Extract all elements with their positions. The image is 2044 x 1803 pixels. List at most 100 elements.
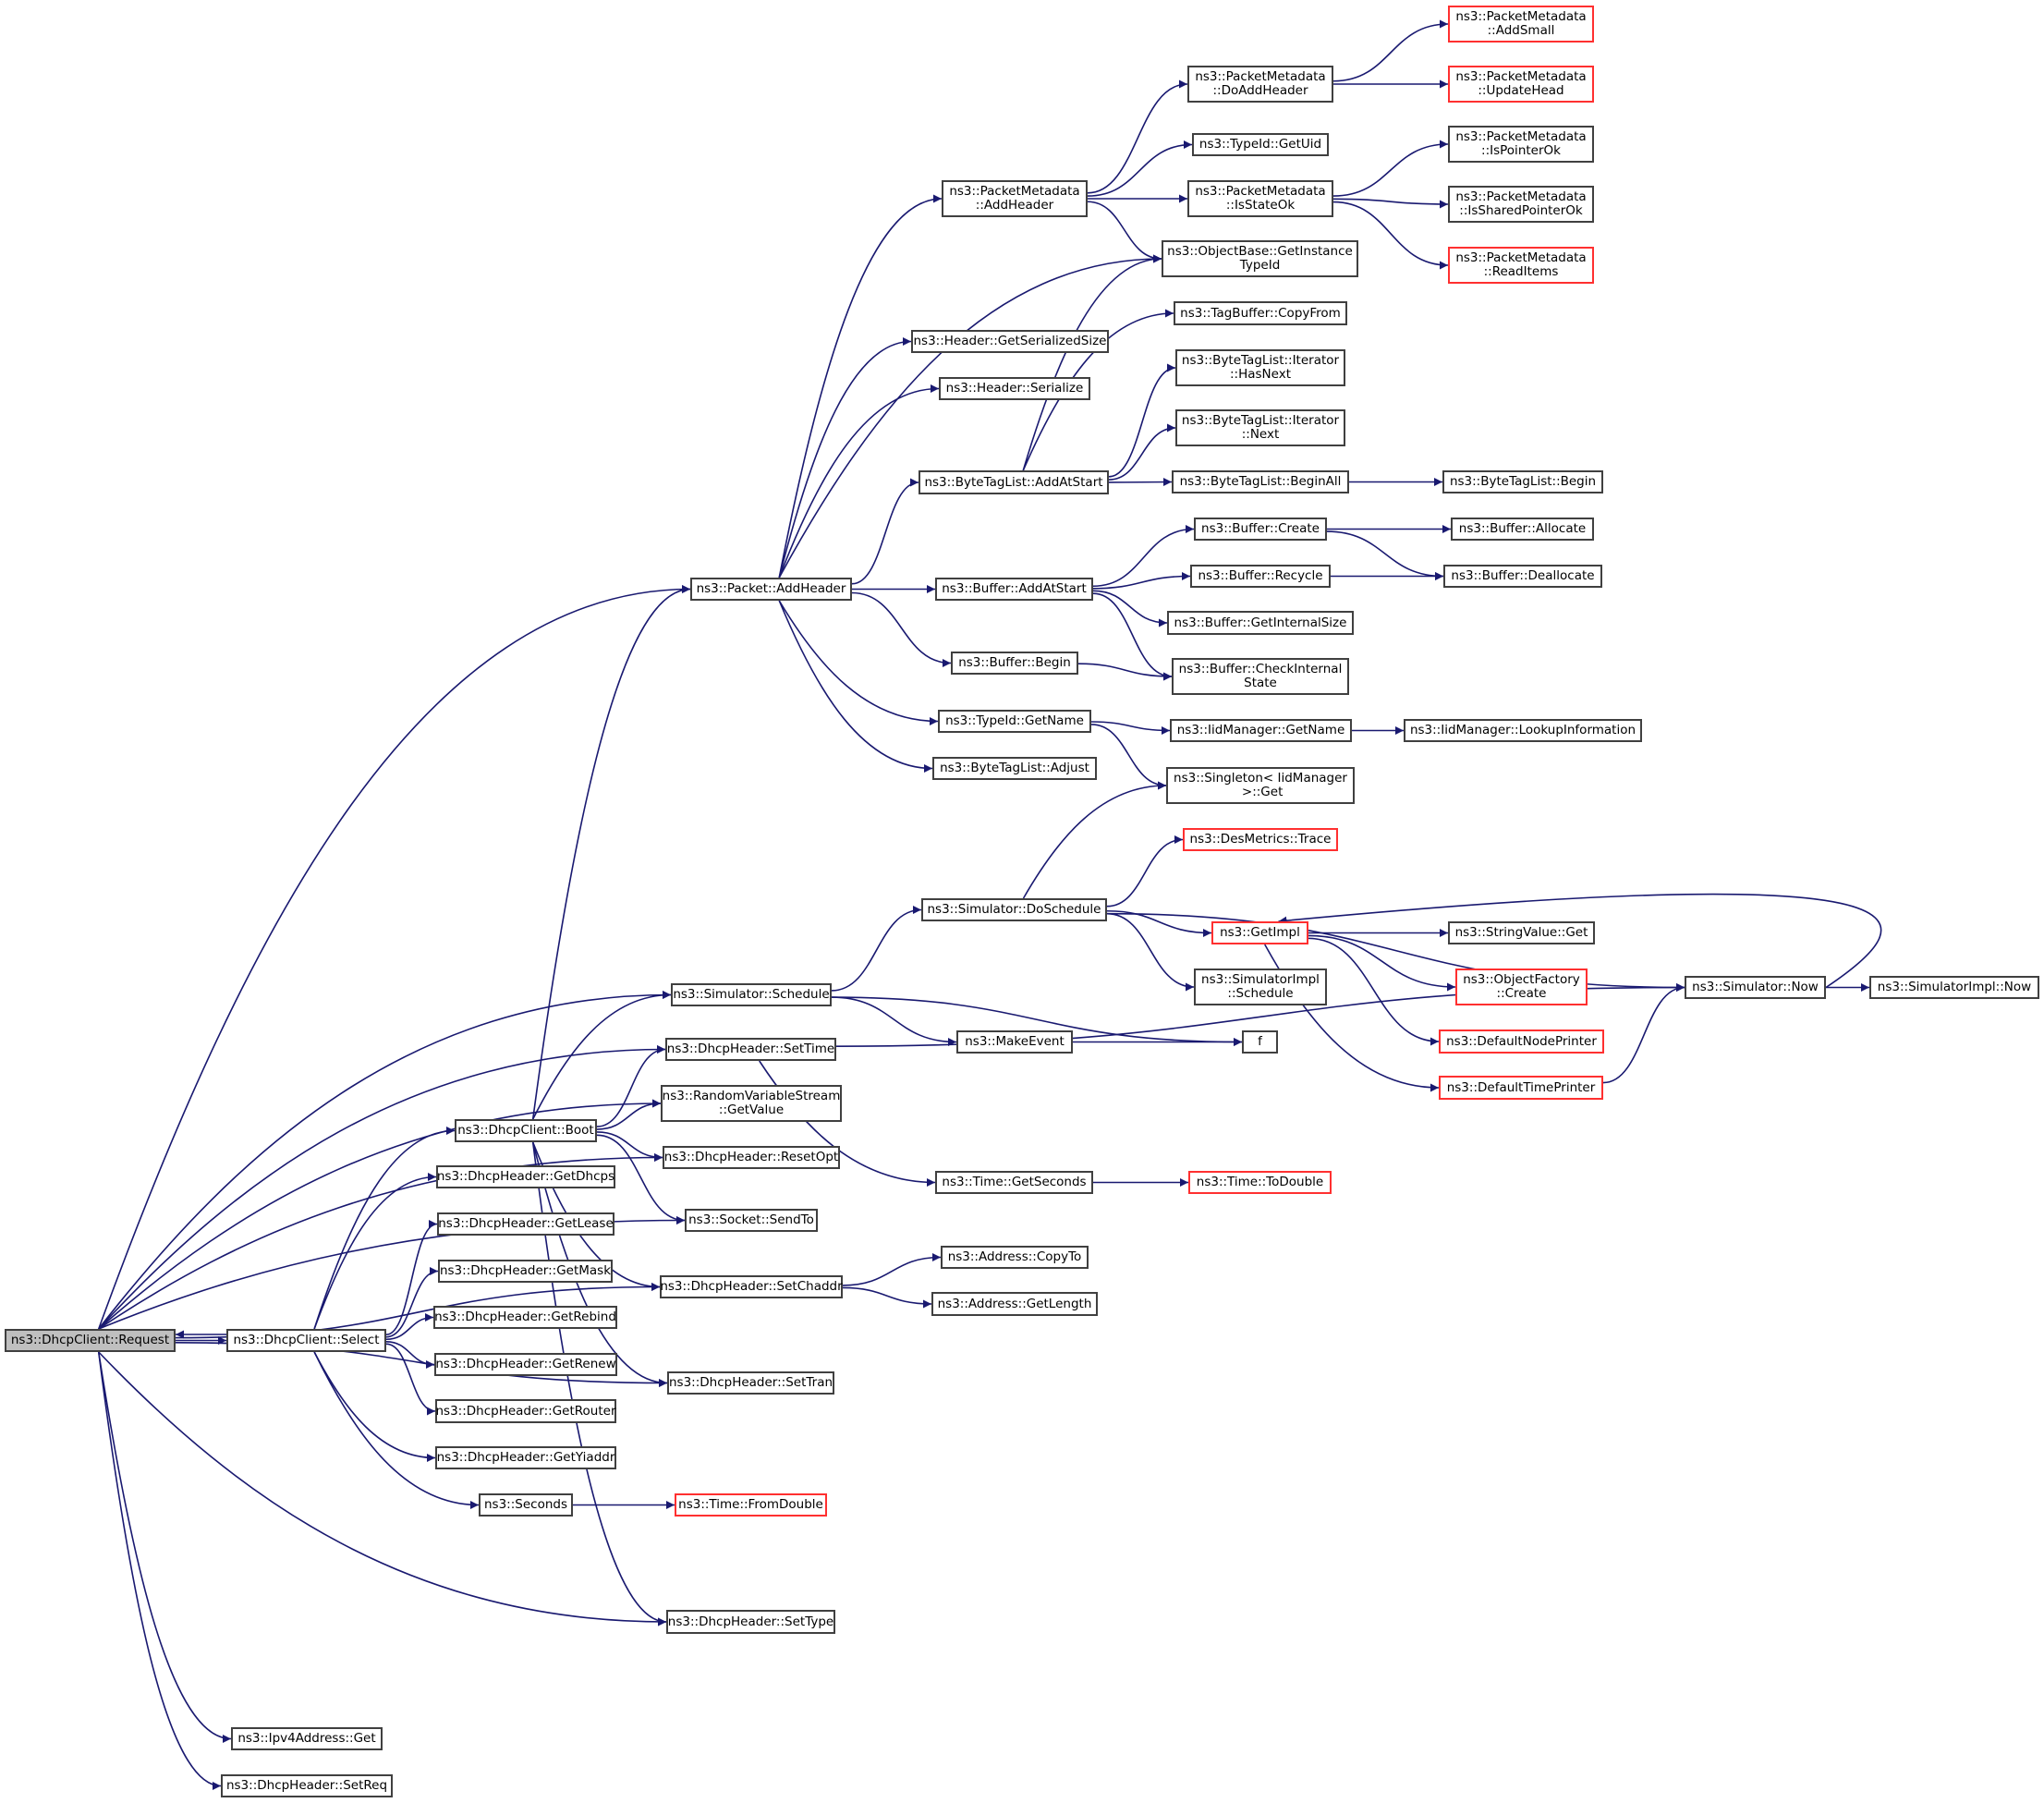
node-label: ns3::Packet::AddHeader (696, 581, 846, 596)
graph-node-defnodeprinter[interactable]: ns3::DefaultNodePrinter (1439, 1029, 1604, 1054)
graph-node-setchaddr[interactable]: ns3::DhcpHeader::SetChaddr (660, 1275, 843, 1298)
node-label: ns3::Header::Serialize (945, 381, 1084, 396)
graph-node-getmask[interactable]: ns3::DhcpHeader::GetMask (438, 1260, 613, 1283)
graph-node-simimplnow[interactable]: ns3::SimulatorImpl::Now (1869, 976, 2039, 999)
graph-node-boot[interactable]: ns3::DhcpClient::Boot (455, 1119, 597, 1142)
graph-node-addsmall[interactable]: ns3::PacketMetadata ::AddSmall (1448, 6, 1594, 43)
graph-node-makeevent[interactable]: ns3::MakeEvent (956, 1030, 1073, 1054)
graph-node-doaddheader[interactable]: ns3::PacketMetadata ::DoAddHeader (1187, 66, 1333, 103)
graph-node-f[interactable]: f (1242, 1030, 1278, 1054)
edge-deftimeprinter-to-simnow (1602, 983, 1685, 1084)
graph-node-ispointerok[interactable]: ns3::PacketMetadata ::IsPointerOk (1448, 126, 1594, 163)
graph-node-getuid[interactable]: ns3::TypeId::GetUid (1192, 133, 1329, 156)
edge-doschedule-to-destrace (1106, 835, 1184, 908)
node-label: ns3::DhcpHeader::SetType (667, 1614, 834, 1629)
graph-node-hasnext[interactable]: ns3::ByteTagList::Iterator ::HasNext (1175, 349, 1345, 386)
graph-node-deallocate[interactable]: ns3::Buffer::Deallocate (1443, 565, 1602, 588)
graph-node-isstateok[interactable]: ns3::PacketMetadata ::IsStateOk (1187, 180, 1333, 217)
graph-node-resetopt[interactable]: ns3::DhcpHeader::ResetOpt (663, 1146, 840, 1169)
graph-node-bufaddatstart[interactable]: ns3::Buffer::AddAtStart (935, 578, 1093, 601)
node-label: ns3::TypeId::GetUid (1198, 137, 1322, 152)
graph-node-stringvalueget[interactable]: ns3::StringValue::Get (1448, 921, 1595, 944)
graph-node-btladdatstart[interactable]: ns3::ByteTagList::AddAtStart (919, 470, 1109, 494)
graph-node-getlength[interactable]: ns3::Address::GetLength (931, 1292, 1098, 1316)
graph-node-getinternalsize[interactable]: ns3::Buffer::GetInternalSize (1167, 611, 1354, 635)
node-label: ns3::PacketMetadata ::AddHeader (949, 184, 1080, 213)
graph-node-getimpl[interactable]: ns3::GetImpl (1211, 921, 1308, 944)
graph-node-pmaddheader[interactable]: ns3::PacketMetadata ::AddHeader (942, 180, 1088, 217)
graph-node-deftimeprinter[interactable]: ns3::DefaultTimePrinter (1439, 1076, 1603, 1100)
edge-boot-to-simschedule (531, 991, 672, 1120)
edge-boot-to-sendto (596, 1134, 686, 1224)
edge-simschedule-to-f (831, 996, 1243, 1046)
graph-node-settime[interactable]: ns3::DhcpHeader::SetTime (665, 1038, 836, 1061)
graph-node-getinstancetypeid[interactable]: ns3::ObjectBase::GetInstance TypeId (1162, 240, 1358, 277)
graph-node-select[interactable]: ns3::DhcpClient::Select (226, 1329, 386, 1352)
graph-node-simimplschedule[interactable]: ns3::SimulatorImpl ::Schedule (1194, 969, 1327, 1005)
edge-getimpl-to-objfactorycreate (1308, 934, 1456, 992)
node-label: ns3::RandomVariableStream ::GetValue (662, 1089, 841, 1117)
edge-getimpl-to-deftimeprinter (1264, 944, 1440, 1092)
graph-node-checkinternal[interactable]: ns3::Buffer::CheckInternal State (1172, 658, 1349, 695)
node-label: ns3::DhcpHeader::GetLease (438, 1216, 614, 1231)
edge-typeidgetname-to-iidgetname (1090, 721, 1171, 735)
graph-node-todouble[interactable]: ns3::Time::ToDouble (1188, 1171, 1332, 1194)
graph-node-updatehead[interactable]: ns3::PacketMetadata ::UpdateHead (1448, 66, 1594, 103)
graph-node-btladjust[interactable]: ns3::ByteTagList::Adjust (932, 757, 1097, 780)
graph-node-lookupinfo[interactable]: ns3::IidManager::LookupInformation (1404, 719, 1642, 742)
graph-node-getseconds[interactable]: ns3::Time::GetSeconds (935, 1171, 1093, 1194)
edge-setchaddr-to-copyto (842, 1253, 942, 1286)
graph-node-getrouter[interactable]: ns3::DhcpHeader::GetRouter (435, 1399, 616, 1423)
graph-node-fromdouble[interactable]: ns3::Time::FromDouble (675, 1493, 827, 1517)
graph-node-getserialized[interactable]: ns3::Header::GetSerializedSize (911, 330, 1109, 353)
graph-node-beginall[interactable]: ns3::ByteTagList::BeginAll (1172, 470, 1349, 493)
node-label: ns3::DhcpHeader::SetTime (666, 1042, 835, 1056)
graph-node-pktaddheader[interactable]: ns3::Packet::AddHeader (690, 578, 852, 601)
edge-pmaddheader-to-getuid (1087, 140, 1193, 197)
node-label: ns3::DhcpHeader::SetChaddr (660, 1279, 843, 1294)
graph-node-settran[interactable]: ns3::DhcpHeader::SetTran (667, 1371, 834, 1395)
graph-node-simnow[interactable]: ns3::Simulator::Now (1685, 976, 1826, 999)
graph-node-typeidgetname[interactable]: ns3::TypeId::GetName (938, 710, 1091, 733)
node-label: ns3::Buffer::Deallocate (1451, 568, 1595, 583)
graph-node-rvsgetvalue[interactable]: ns3::RandomVariableStream ::GetValue (661, 1085, 842, 1122)
graph-node-getdhcps[interactable]: ns3::DhcpHeader::GetDhcps (436, 1165, 615, 1188)
graph-node-copyto[interactable]: ns3::Address::CopyTo (941, 1246, 1089, 1269)
edge-doschedule-to-singletonget (1022, 781, 1167, 899)
graph-node-sendto[interactable]: ns3::Socket::SendTo (685, 1209, 818, 1232)
node-label: ns3::DhcpHeader::GetRebind (434, 1310, 616, 1324)
graph-node-btlbegin[interactable]: ns3::ByteTagList::Begin (1442, 470, 1603, 493)
graph-node-next[interactable]: ns3::ByteTagList::Iterator ::Next (1175, 409, 1345, 446)
graph-node-doschedule[interactable]: ns3::Simulator::DoSchedule (921, 898, 1107, 921)
graph-node-bufcreate[interactable]: ns3::Buffer::Create (1194, 518, 1327, 541)
graph-node-readitems[interactable]: ns3::PacketMetadata ::ReadItems (1448, 247, 1594, 284)
graph-node-simschedule[interactable]: ns3::Simulator::Schedule (671, 983, 832, 1006)
graph-node-ipv4get[interactable]: ns3::Ipv4Address::Get (231, 1727, 383, 1750)
graph-node-serialize[interactable]: ns3::Header::Serialize (939, 377, 1090, 400)
node-label: ns3::DhcpHeader::GetYiaddr (436, 1450, 615, 1465)
node-label: ns3::TypeId::GetName (945, 713, 1084, 728)
graph-node-getyiaddr[interactable]: ns3::DhcpHeader::GetYiaddr (435, 1446, 616, 1469)
graph-node-getrebind[interactable]: ns3::DhcpHeader::GetRebind (433, 1306, 617, 1329)
graph-node-allocate[interactable]: ns3::Buffer::Allocate (1451, 518, 1594, 541)
edge-doschedule-to-simimplschedule (1106, 912, 1195, 992)
graph-node-setreq[interactable]: ns3::DhcpHeader::SetReq (221, 1774, 393, 1797)
graph-node-bufbegin[interactable]: ns3::Buffer::Begin (951, 652, 1078, 675)
graph-node-iidgetname[interactable]: ns3::IidManager::GetName (1170, 719, 1352, 742)
node-label: ns3::ObjectBase::GetInstance TypeId (1167, 244, 1353, 273)
graph-node-getlease[interactable]: ns3::DhcpHeader::GetLease (437, 1212, 614, 1236)
graph-node-singletonget[interactable]: ns3::Singleton< IidManager >::Get (1166, 767, 1355, 804)
graph-node-settype[interactable]: ns3::DhcpHeader::SetType (666, 1610, 835, 1634)
graph-node-destrace[interactable]: ns3::DesMetrics::Trace (1183, 828, 1338, 851)
edge-btladdatstart-to-next (1108, 423, 1176, 481)
graph-node-copyfrom[interactable]: ns3::TagBuffer::CopyFrom (1174, 301, 1347, 325)
edge-simschedule-to-makeevent (831, 996, 957, 1046)
graph-node-seconds[interactable]: ns3::Seconds (479, 1493, 573, 1517)
graph-node-issharedpointerok[interactable]: ns3::PacketMetadata ::IsSharedPointerOk (1448, 186, 1594, 223)
node-label: f (1258, 1034, 1262, 1049)
edge-setchaddr-to-getlength (842, 1286, 932, 1309)
edge-getimpl-to-defnodeprinter (1308, 937, 1440, 1046)
graph-node-getrenew[interactable]: ns3::DhcpHeader::GetRenew (434, 1353, 617, 1376)
graph-node-objfactorycreate[interactable]: ns3::ObjectFactory ::Create (1455, 969, 1588, 1005)
graph-node-recycle[interactable]: ns3::Buffer::Recycle (1190, 565, 1331, 588)
